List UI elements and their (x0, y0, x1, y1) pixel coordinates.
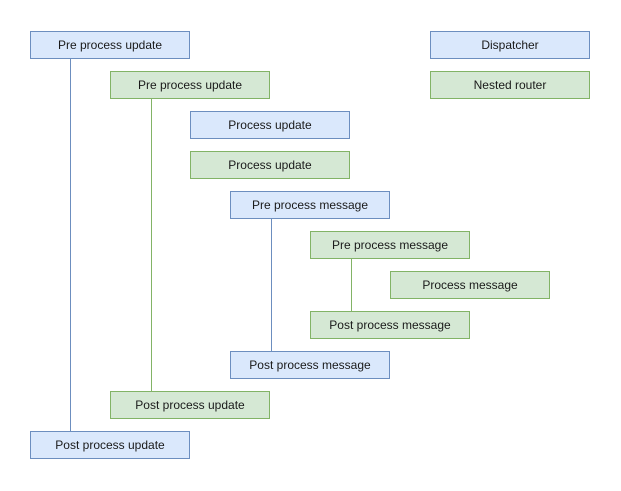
node-process-update-dispatcher: Process update (190, 111, 350, 139)
legend-item-nested-router: Nested router (430, 71, 590, 99)
node-pre-process-message-dispatcher: Pre process message (230, 191, 390, 219)
node-post-process-message-dispatcher: Post process message (230, 351, 390, 379)
node-process-update-nested-router: Process update (190, 151, 350, 179)
node-pre-process-update-dispatcher: Pre process update (30, 31, 190, 59)
connector-pre-to-post-process-message-dispatcher (271, 219, 272, 351)
connector-pre-to-post-process-update-dispatcher (70, 59, 71, 431)
connector-pre-to-post-process-message-nested-router (351, 259, 352, 311)
node-pre-process-update-nested-router: Pre process update (110, 71, 270, 99)
node-pre-process-message-nested-router: Pre process message (310, 231, 470, 259)
connector-pre-to-post-process-update-nested-router (151, 99, 152, 391)
node-post-process-update-nested-router: Post process update (110, 391, 270, 419)
node-post-process-message-nested-router: Post process message (310, 311, 470, 339)
node-process-message-nested-router: Process message (390, 271, 550, 299)
legend-item-dispatcher: Dispatcher (430, 31, 590, 59)
node-post-process-update-dispatcher: Post process update (30, 431, 190, 459)
